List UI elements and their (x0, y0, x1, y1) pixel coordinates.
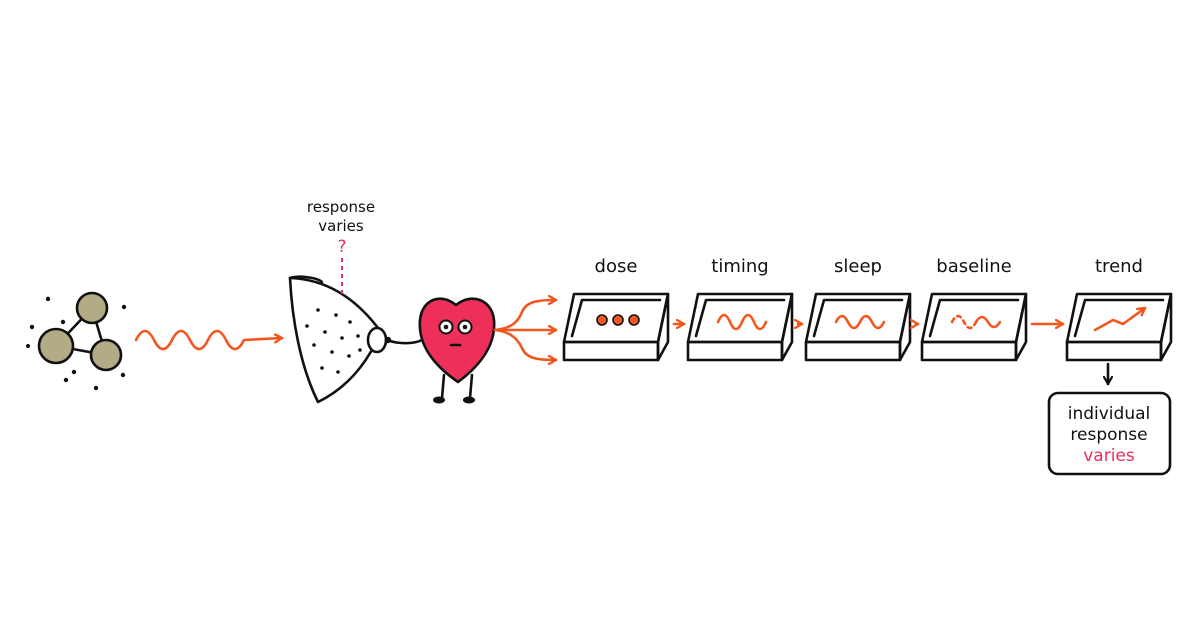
step-dose: dose (562, 256, 670, 362)
heart-character (418, 297, 496, 404)
outcome-box: individual response varies (1047, 362, 1172, 476)
tray-box (920, 292, 1028, 362)
step-trend: trend (1065, 256, 1173, 362)
wave-icon (834, 314, 886, 330)
wave-icon (716, 313, 768, 331)
dashed-wave-icon (950, 314, 1002, 330)
trend-arrow-icon (1093, 306, 1147, 332)
outcome-line-1: individual (1068, 404, 1151, 424)
step-label-timing: timing (711, 256, 768, 277)
step-label-sleep: sleep (834, 256, 882, 277)
response-varies-annotation: response varies ? (307, 198, 375, 298)
three-dots-icon (596, 314, 640, 326)
step-label-baseline: baseline (936, 256, 1011, 277)
tray-box (686, 292, 794, 362)
step-baseline: baseline (920, 256, 1028, 362)
molecule-icon (26, 291, 127, 391)
step-label-trend: trend (1095, 256, 1143, 277)
tray-box (1065, 292, 1173, 362)
branch-arrows (493, 300, 558, 360)
steps-sequence: dose timing sleep baseline trend (562, 256, 1173, 362)
funnel-filter (288, 275, 424, 404)
outcome-line-3: varies (1083, 446, 1135, 466)
question-mark-icon: ? (337, 237, 346, 257)
tray-box (562, 292, 670, 362)
annotation-line-1: response (307, 198, 375, 216)
annotation-line-2: varies (318, 217, 364, 235)
step-sleep: sleep (804, 256, 912, 362)
step-timing: timing (686, 256, 794, 362)
tray-box (804, 292, 912, 362)
step-label-dose: dose (595, 256, 638, 277)
outcome-line-2: response (1070, 425, 1147, 445)
wave-arrow (134, 329, 284, 351)
